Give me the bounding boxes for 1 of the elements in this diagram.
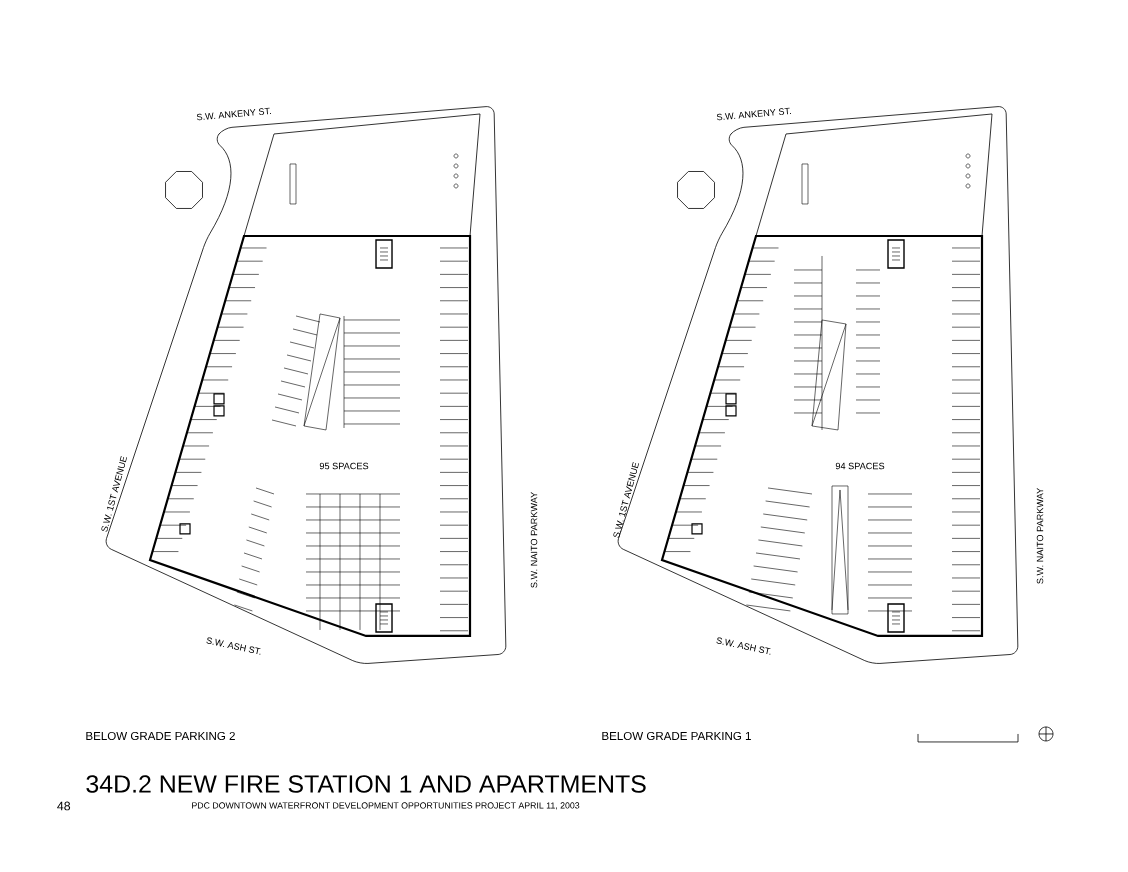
title: 34D.2 NEW FIRE STATION 1 AND APARTMENTS	[86, 775, 646, 793]
